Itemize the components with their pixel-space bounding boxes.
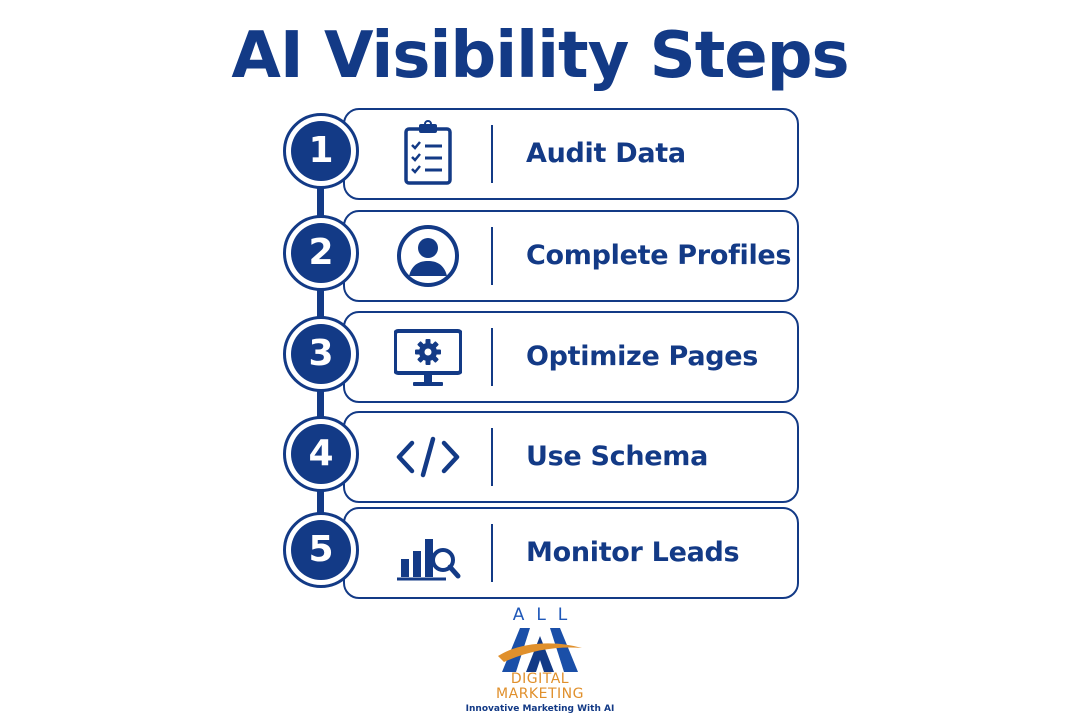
step-divider bbox=[491, 524, 493, 582]
company-logo: ALL DIGITAL MARKETING Innovative Marketi… bbox=[466, 604, 615, 716]
logo-word-digital: DIGITAL bbox=[510, 671, 570, 687]
step-label: Use Schema bbox=[526, 441, 709, 472]
step-card bbox=[343, 210, 799, 302]
bar-chart-magnifier-icon bbox=[397, 539, 461, 581]
step-divider bbox=[491, 428, 493, 486]
step-label: Monitor Leads bbox=[526, 537, 740, 568]
step-4: Use Schema 4 bbox=[0, 411, 1080, 503]
logo-tagline: Innovative Marketing With AI bbox=[465, 704, 615, 714]
step-label: Audit Data bbox=[526, 138, 686, 169]
step-number-badge: 3 bbox=[283, 316, 359, 392]
step-number-badge: 1 bbox=[283, 113, 359, 189]
user-profile-icon bbox=[397, 225, 459, 287]
step-divider bbox=[491, 328, 493, 386]
step-label: Optimize Pages bbox=[526, 341, 759, 372]
step-divider bbox=[491, 125, 493, 183]
step-5: Monitor Leads 5 bbox=[0, 507, 1080, 599]
step-1: Audit Data 1 bbox=[0, 108, 1080, 200]
logo-mark-icon bbox=[498, 628, 582, 672]
step-2: Complete Profiles 2 bbox=[0, 210, 1080, 302]
page-title: AI Visibility Steps bbox=[231, 19, 849, 93]
step-number: 4 bbox=[291, 424, 351, 484]
step-number: 1 bbox=[291, 121, 351, 181]
step-3: Optimize Pages 3 bbox=[0, 311, 1080, 403]
step-card bbox=[343, 311, 799, 403]
clipboard-checklist-icon bbox=[404, 120, 452, 185]
step-number: 3 bbox=[291, 324, 351, 384]
step-divider bbox=[491, 227, 493, 285]
step-label: Complete Profiles bbox=[526, 240, 792, 271]
step-number-badge: 2 bbox=[283, 215, 359, 291]
logo-top-text: ALL bbox=[512, 605, 580, 625]
step-number-badge: 5 bbox=[283, 512, 359, 588]
logo-word-marketing: MARKETING bbox=[496, 686, 584, 702]
step-number: 5 bbox=[291, 520, 351, 580]
code-brackets-icon bbox=[396, 436, 460, 478]
step-card bbox=[343, 411, 799, 503]
monitor-gear-icon bbox=[394, 329, 462, 386]
step-number: 2 bbox=[291, 223, 351, 283]
step-number-badge: 4 bbox=[283, 416, 359, 492]
